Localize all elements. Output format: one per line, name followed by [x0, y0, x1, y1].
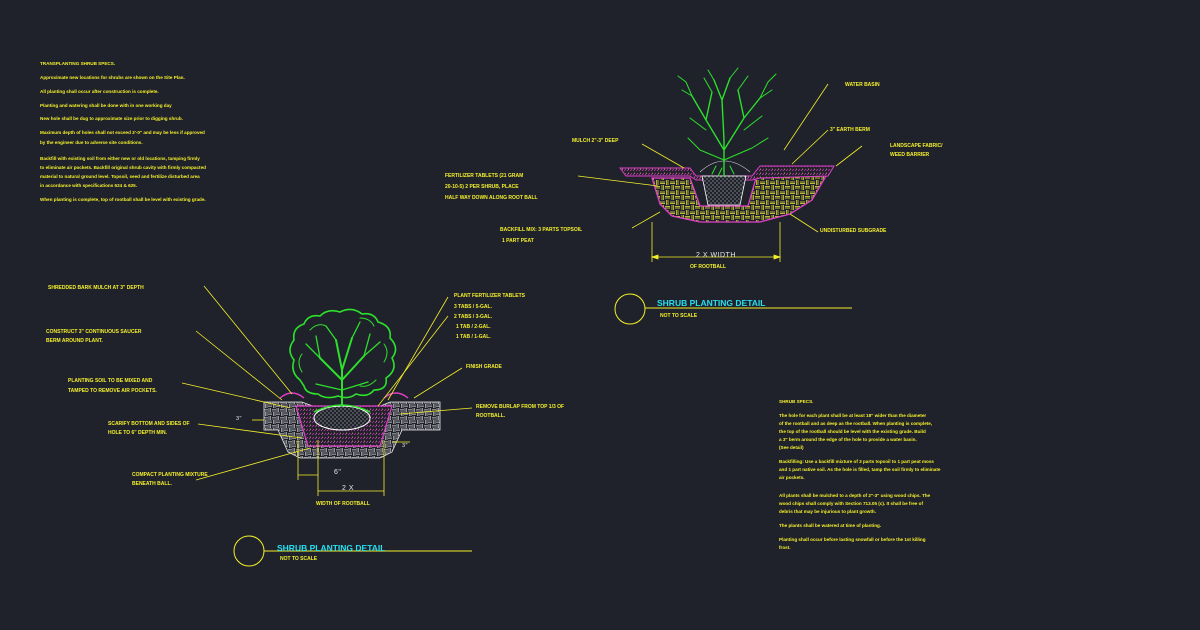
undisturbed-subgrade-label: UNDISTURBED SUBGRADE	[820, 228, 887, 234]
mulch-depth-dimension: 3"	[402, 443, 409, 449]
plant-tablets-rate: 2 TABS / 3-GAL.	[454, 314, 492, 320]
transplanting-spec-line: Backfill with existing soil from either …	[40, 156, 200, 161]
saucer-berm-label: BERM AROUND PLANT.	[46, 338, 103, 344]
transplanting-spec-line: material to natural ground level. Topsoi…	[40, 174, 200, 179]
shrub-spec-line: The plants shall be watered at time of p…	[779, 523, 882, 528]
detail-b-leaders	[181, 285, 473, 481]
detail-b-section	[181, 285, 473, 567]
shrub-spec-line: All plants shall be mulched to a depth o…	[779, 493, 931, 498]
transplanting-specs-heading: TRANSPLANTING SHRUB SPECS.	[40, 61, 116, 66]
transplanting-spec-line: in accordance with specifications 624 & …	[40, 183, 138, 188]
compact-mixture-label: COMPACT PLANTING MIXTURE	[132, 472, 208, 478]
scarify-label: SCARIFY BOTTOM AND SIDES OF	[108, 421, 190, 427]
water-basin-label: WATER BASIN	[845, 82, 880, 88]
backfill-mix-label: 1 PART PEAT	[502, 238, 534, 244]
pit-width-dimension-sub: WIDTH OF ROOTBALL	[316, 501, 370, 507]
detail-b-rootball	[313, 405, 371, 431]
detail-b-scale-note: NOT TO SCALE	[280, 556, 318, 562]
detail-a-soil-hatch	[651, 175, 828, 223]
finish-grade-label: FINISH GRADE	[466, 364, 502, 370]
plant-tablets-rate: 1 TAB / 2-GAL.	[456, 324, 491, 330]
detail-a-shrub	[677, 67, 777, 177]
saucer-berm-label: CONSTRUCT 3" CONTINUOUS SAUCER	[46, 329, 142, 335]
backfill-mix-label: BACKFILL MIX: 3 PARTS TOPSOIL	[500, 227, 583, 233]
pit-width-dimension: 2 X	[342, 485, 355, 492]
shrub-spec-line: Backfilling: Use a backfill mixture of 3…	[779, 459, 934, 464]
shrub-spec-line: and 1 part native soil. As the hole is f…	[779, 467, 941, 472]
weed-barrier-label: WEED BARRIER	[890, 152, 930, 158]
detail-b-title-bubble	[233, 535, 265, 567]
landscape-fabric-label: LANDSCAPE FABRIC/	[890, 143, 943, 149]
plant-tablets-label: PLANT FERTILIZER TABLETS	[454, 293, 526, 299]
shrub-spec-line: air pockets.	[779, 475, 805, 480]
plant-tablets-rate: 1 TAB / 1-GAL.	[456, 334, 491, 340]
transplanting-spec-line: Approximate new locations for shrubs are…	[40, 75, 185, 80]
scarify-depth-dimension: 6"	[334, 469, 342, 476]
earth-berm-label: 3" EARTH BERM	[830, 127, 870, 133]
bark-mulch-label: SHREDDED BARK MULCH AT 3" DEPTH	[48, 285, 144, 291]
detail-a-rootball	[701, 175, 747, 206]
shrub-spec-line: Planting shall occur before lasting snow…	[779, 537, 926, 542]
planting-soil-label: PLANTING SOIL TO BE MIXED AND	[68, 378, 153, 384]
fertilizer-tablets-label: HALF WAY DOWN ALONG ROOT BALL	[445, 195, 538, 201]
transplanting-spec-line: All planting shall occur after construct…	[40, 89, 159, 94]
transplanting-spec-line: by the engineer due to adverse site cond…	[40, 140, 143, 145]
detail-b-dimensions	[252, 419, 410, 496]
detail-a-scale-note: NOT TO SCALE	[660, 313, 698, 319]
rootball-dimension-sub: OF ROOTBALL	[690, 264, 727, 270]
detail-b-title: SHRUB PLANTING DETAIL	[277, 543, 386, 553]
detail-a-title-bubble	[614, 293, 646, 325]
rootball-width-dimension: 2 X WIDTH	[696, 252, 736, 259]
detail-a-title: SHRUB PLANTING DETAIL	[657, 298, 766, 308]
detail-b-shrub	[289, 308, 397, 407]
berm-height-dimension: 3"	[236, 416, 243, 422]
transplanting-spec-line: Planting and watering shall be done with…	[40, 103, 172, 108]
transplanting-spec-line: When planting is complete, top of rootba…	[40, 197, 206, 202]
plant-tablets-rate: 3 TABS / 5-GAL.	[454, 304, 492, 310]
mulch-depth-label: MULCH 2"-3" DEEP	[572, 138, 619, 144]
shrub-spec-line: debris that may be injurious to plant gr…	[779, 509, 876, 514]
shrub-spec-line: a 3" berm around the edge of the hole to…	[779, 437, 917, 442]
transplanting-spec-line: Maximum depth of holes shall not exceed …	[40, 130, 205, 135]
remove-burlap-label: ROOTBALL.	[476, 413, 506, 419]
shrub-spec-line: (See detail)	[779, 445, 804, 450]
fertilizer-tablets-label: FERTILIZER TABLETS (21 GRAM	[445, 173, 524, 179]
remove-burlap-label: REMOVE BURLAP FROM TOP 1/3 OF	[476, 404, 565, 410]
transplanting-spec-line: New hole shall be dug to approximate siz…	[40, 116, 183, 121]
fertilizer-tablets-label: 20-10-5) 2 PER SHRUB, PLACE	[445, 184, 519, 190]
compact-mixture-label: BENEATH BALL.	[132, 481, 172, 487]
detail-a-mulch-band	[619, 165, 835, 181]
planting-soil-label: TAMPED TO REMOVE AIR POCKETS.	[68, 388, 157, 394]
shrub-spec-line: of the rootball and as deep as the rootb…	[779, 421, 933, 426]
shrub-spec-line: frost.	[779, 545, 791, 550]
detail-a-leaders	[577, 83, 863, 233]
shrub-specs-heading: SHRUB SPECS.	[779, 399, 814, 404]
shrub-spec-line: The hole for each plant shall be at leas…	[779, 413, 927, 418]
shrub-spec-line: the top of the rootball should be level …	[779, 429, 926, 434]
detail-a-dimension	[650, 222, 782, 262]
detail-a-section	[577, 67, 863, 325]
shrub-spec-line: wood chips shall comply with Section 713…	[779, 501, 923, 506]
scarify-label: HOLE TO 6" DEPTH MIN.	[108, 430, 167, 436]
transplanting-spec-line: to eliminate air pockets. Backfill origi…	[40, 165, 206, 170]
